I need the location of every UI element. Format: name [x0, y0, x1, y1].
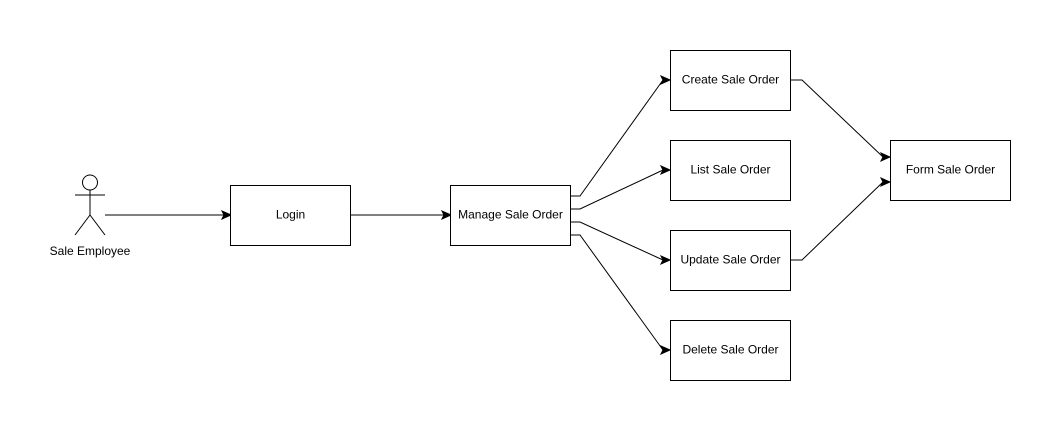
node-delete-sale-order[interactable]: Delete Sale Order [670, 320, 791, 381]
arrow-head-list [659, 164, 672, 176]
node-login-label: Login [276, 208, 305, 222]
arrow-head-delete [659, 344, 672, 356]
edge-manage-delete [570, 234, 664, 351]
node-list-sale-order[interactable]: List Sale Order [670, 140, 791, 201]
node-create-sale-order-box [670, 50, 791, 111]
node-manage-sale-order[interactable]: Manage Sale Order [450, 185, 571, 246]
node-login[interactable]: Login [230, 185, 351, 246]
arrow-head-form-from-create [879, 151, 892, 163]
node-create-sale-order[interactable]: Create Sale Order [670, 50, 791, 111]
actor-sale-employee[interactable]: Sale Employee [50, 174, 131, 258]
edges [105, 74, 892, 356]
actor-right-leg [89, 214, 106, 236]
node-form-sale-order-label: Form Sale Order [906, 163, 995, 177]
node-update-sale-order-label: Update Sale Order [680, 253, 780, 267]
node-delete-sale-order-label: Delete Sale Order [682, 343, 778, 357]
node-list-sale-order-box [670, 140, 791, 201]
node-list-sale-order-label: List Sale Order [690, 163, 770, 177]
edge-manage-update [570, 221, 664, 261]
arrow-head-manage [440, 209, 453, 221]
node-create-sale-order-label: Create Sale Order [682, 73, 779, 87]
edge-manage-list [570, 169, 664, 210]
node-form-sale-order[interactable]: Form Sale Order [890, 140, 1011, 201]
arrow-head-create [659, 74, 672, 86]
arrow-head-login [220, 209, 233, 221]
node-form-sale-order-box [890, 140, 1011, 201]
actor-head [82, 174, 98, 191]
node-login-box [230, 185, 351, 246]
arrow-head-form-from-update [879, 176, 892, 188]
node-manage-sale-order-label: Manage Sale Order [458, 208, 563, 222]
edge-update-form [790, 181, 884, 261]
actor-label: Sale Employee [50, 244, 131, 258]
actor-left-leg [74, 214, 91, 236]
edge-manage-create [570, 79, 664, 197]
node-update-sale-order[interactable]: Update Sale Order [670, 230, 791, 291]
arrow-head-update [659, 254, 672, 266]
node-delete-sale-order-box [670, 320, 791, 381]
edge-create-form [790, 79, 884, 158]
node-update-sale-order-box [670, 230, 791, 291]
node-manage-sale-order-box [450, 185, 571, 246]
